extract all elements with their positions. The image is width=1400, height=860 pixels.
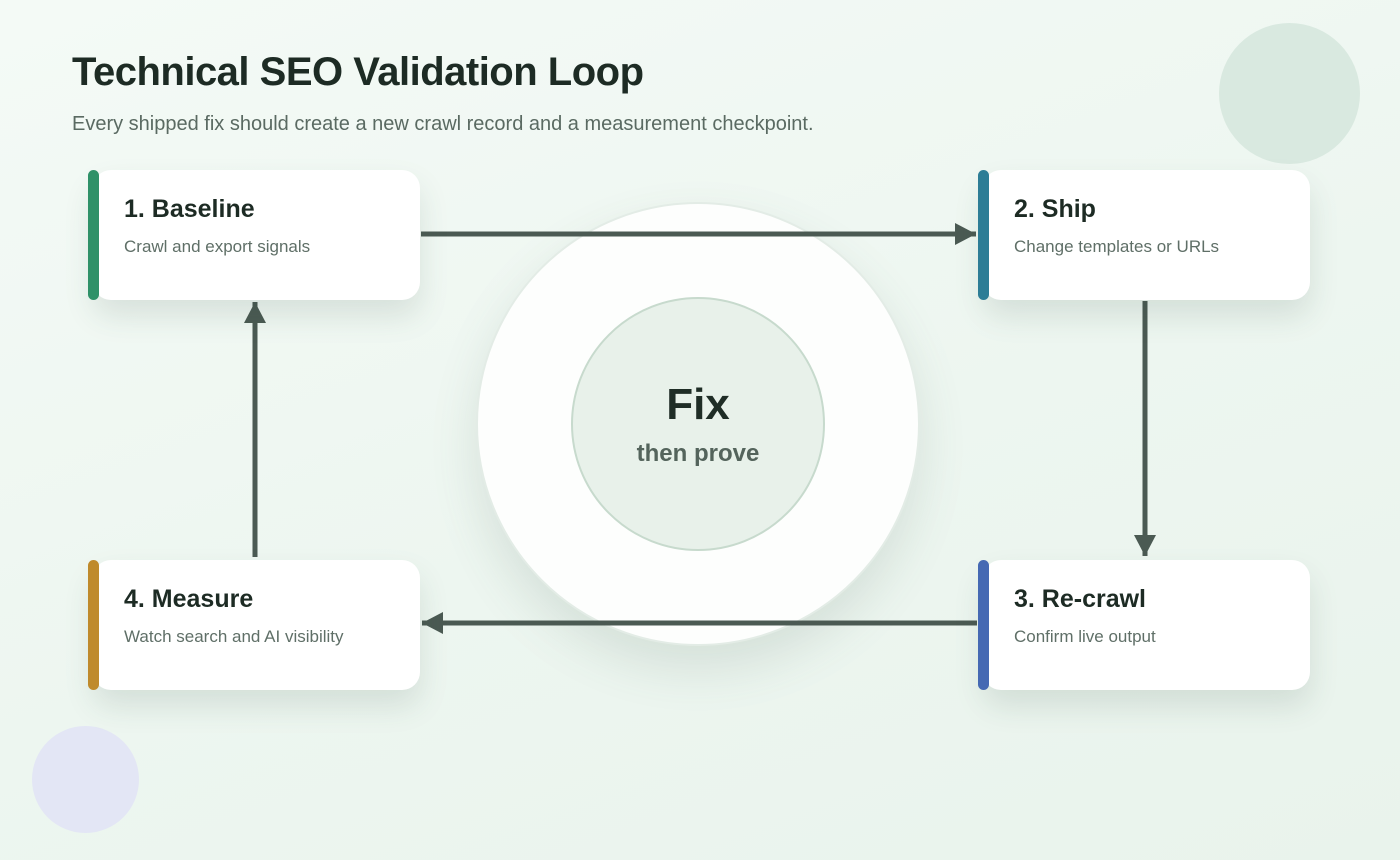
accent-bar (978, 170, 989, 300)
accent-bar (88, 560, 99, 690)
step-card-ship: 2. Ship Change templates or URLs (978, 170, 1310, 300)
step-title: 2. Ship (1014, 195, 1096, 223)
step-subtitle: Confirm live output (1014, 627, 1156, 646)
step-card-body: 4. Measure Watch search and AI visibilit… (93, 560, 420, 690)
step-card-baseline: 1. Baseline Crawl and export signals (88, 170, 420, 300)
decorative-circle-top-right (1219, 23, 1360, 164)
step-card-body: 3. Re-crawl Confirm live output (983, 560, 1310, 690)
center-secondary-label: then prove (636, 440, 760, 467)
step-card-measure: 4. Measure Watch search and AI visibilit… (88, 560, 420, 690)
step-card-recrawl: 3. Re-crawl Confirm live output (978, 560, 1310, 690)
page-title: Technical SEO Validation Loop (72, 50, 644, 94)
step-title: 3. Re-crawl (1014, 585, 1147, 613)
step-card-body: 2. Ship Change templates or URLs (983, 170, 1310, 300)
page-subtitle: Every shipped fix should create a new cr… (72, 113, 814, 135)
center-hub: Fix then prove (571, 297, 825, 551)
header: Technical SEO Validation Loop Every ship… (72, 50, 814, 136)
step-card-body: 1. Baseline Crawl and export signals (93, 170, 420, 300)
step-subtitle: Crawl and export signals (124, 237, 311, 256)
step-title: 1. Baseline (124, 195, 255, 223)
step-title: 4. Measure (124, 585, 254, 613)
accent-bar (978, 560, 989, 690)
step-subtitle: Watch search and AI visibility (124, 627, 344, 646)
step-subtitle: Change templates or URLs (1014, 237, 1220, 256)
accent-bar (88, 170, 99, 300)
decorative-circle-bottom-left (32, 726, 139, 833)
center-primary-label: Fix (666, 380, 730, 429)
